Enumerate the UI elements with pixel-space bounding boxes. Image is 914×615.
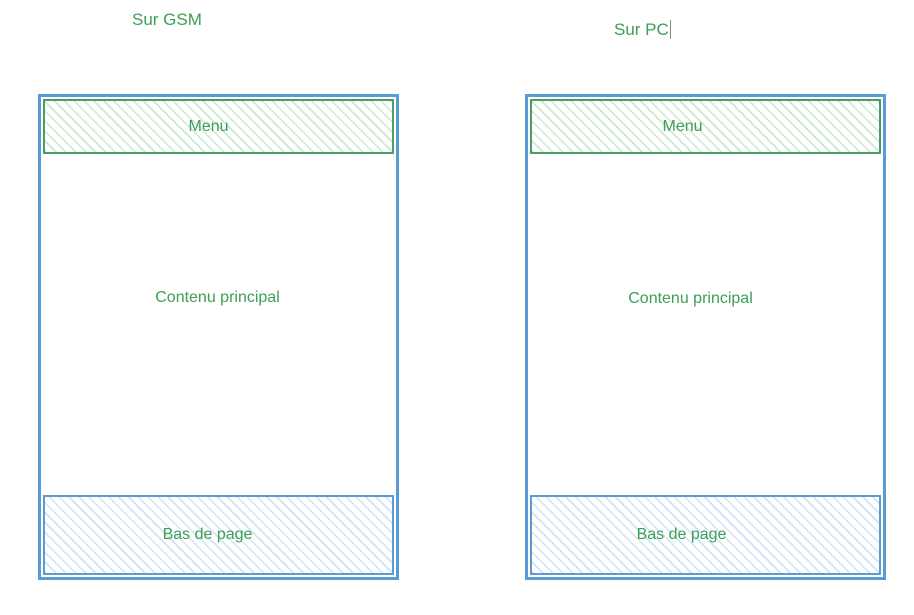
pc-block-menu-label: Menu xyxy=(662,117,703,135)
caption-pc-text: Sur PC xyxy=(614,20,669,39)
gsm-block-footer-label: Bas de page xyxy=(162,526,253,543)
caption-gsm-text: Sur GSM xyxy=(132,10,202,29)
gsm-block-main-content[interactable]: Contenu principal xyxy=(41,154,396,495)
gsm-block-menu[interactable]: Menu xyxy=(43,99,394,154)
device-pc-inner: Menu Contenu principal Bas de page xyxy=(528,97,883,577)
device-frame-pc[interactable]: Menu Contenu principal Bas de page xyxy=(525,94,886,580)
gsm-block-menu-label: Menu xyxy=(188,117,229,135)
pc-block-menu[interactable]: Menu xyxy=(530,99,881,154)
device-gsm-inner: Menu Contenu principal Bas de page xyxy=(41,97,396,577)
pc-block-main-content[interactable]: Contenu principal xyxy=(528,154,883,495)
gsm-block-footer[interactable]: Bas de page xyxy=(43,495,394,575)
caption-pc[interactable]: Sur PC xyxy=(614,20,671,40)
text-cursor-icon xyxy=(669,20,671,39)
caption-gsm[interactable]: Sur GSM xyxy=(132,10,202,30)
pc-block-footer-label: Bas de page xyxy=(636,526,727,543)
pc-block-main-content-label: Contenu principal xyxy=(628,290,753,307)
device-frame-gsm[interactable]: Menu Contenu principal Bas de page xyxy=(38,94,399,580)
pc-block-footer[interactable]: Bas de page xyxy=(530,495,881,575)
gsm-block-main-content-label: Contenu principal xyxy=(155,289,280,306)
